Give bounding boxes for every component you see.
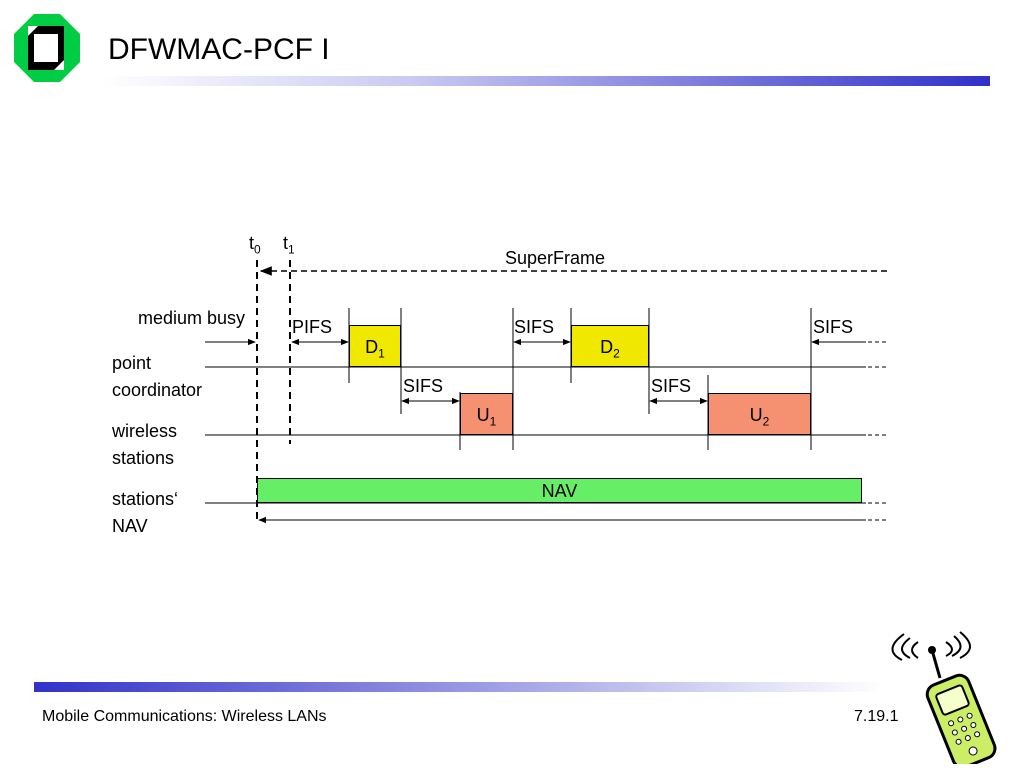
title-underline-bar <box>104 76 990 86</box>
sifs-label-3: SIFS <box>651 376 692 396</box>
row-label-wireless-stations: wireless stations <box>112 421 178 468</box>
superframe-label: SuperFrame <box>505 248 606 268</box>
footer-course-title: Mobile Communications: Wireless LANs <box>42 708 327 725</box>
medium-busy-label: medium busy <box>138 308 246 328</box>
footer-slide-number: 7.19.1 <box>854 708 899 725</box>
frame-d1: D1 <box>349 325 401 367</box>
t0-label: t0 <box>249 233 261 257</box>
frame-d2: D2 <box>571 325 649 367</box>
footer-bar <box>34 682 884 692</box>
nav-bar: NAV <box>257 478 862 503</box>
sifs-label-2: SIFS <box>514 317 555 337</box>
mobile-phone-icon <box>891 631 997 764</box>
row-label-stations-nav: stations‘ NAV <box>112 489 179 536</box>
university-logo-icon <box>14 14 80 82</box>
t1-label: t1 <box>283 233 295 257</box>
sifs-label-4: SIFS <box>813 317 854 337</box>
sifs-label-1: SIFS <box>403 376 444 396</box>
row-label-point-coordinator: point coordinator <box>112 353 203 400</box>
page-title: DFWMAC-PCF I <box>108 33 330 66</box>
pifs-label: PIFS <box>292 317 333 337</box>
frame-u1: U1 <box>460 393 513 435</box>
frame-u2: U2 <box>708 393 811 435</box>
